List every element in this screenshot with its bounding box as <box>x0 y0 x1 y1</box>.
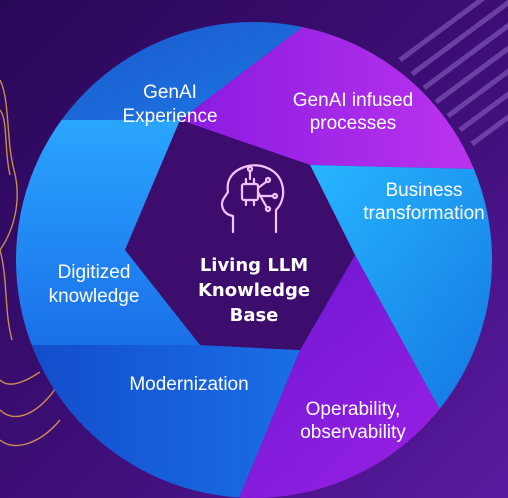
center-title: Living LLM Knowledge Base <box>198 255 310 326</box>
label-business-transformation-line1: Business <box>385 180 462 201</box>
decorative-stripes <box>398 0 508 147</box>
label-genai-processes-line2: processes <box>310 113 397 134</box>
ai-brain-circuit-icon <box>221 164 285 234</box>
segment-business-transformation <box>310 165 492 420</box>
label-digitized-knowledge-line1: Digitized <box>58 262 131 283</box>
center-title-line1: Living LLM <box>200 255 308 276</box>
segment-labels: GenAI Experience GenAI infused processes… <box>49 82 485 443</box>
center-title-line2: Knowledge <box>198 280 310 301</box>
decorative-waves <box>0 79 62 447</box>
segment-digitized-knowledge <box>16 120 200 345</box>
label-genai-experience-line2: Experience <box>122 106 217 127</box>
center-title-line3: Base <box>230 305 279 326</box>
label-business-transformation-line2: transformation <box>363 203 484 224</box>
label-modernization: Modernization <box>129 374 248 395</box>
label-digitized-knowledge-line2: knowledge <box>49 286 140 307</box>
label-genai-processes-line1: GenAI infused <box>293 90 413 111</box>
label-operability-line2: observability <box>300 422 406 443</box>
label-genai-experience-line1: GenAI <box>143 82 197 103</box>
label-operability-line1: Operability, <box>306 399 401 420</box>
center-hexagon <box>125 120 355 350</box>
